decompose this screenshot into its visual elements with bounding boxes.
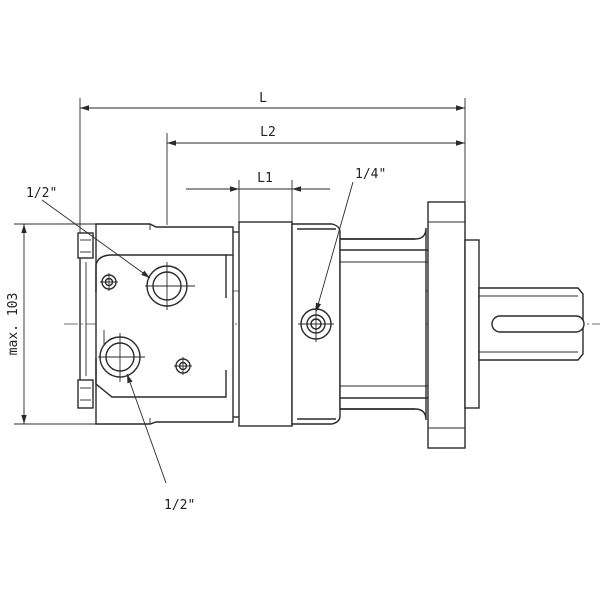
dimension-l: L bbox=[80, 91, 465, 111]
dimension-l2-label: L2 bbox=[260, 125, 276, 140]
port-b bbox=[98, 333, 145, 382]
small-hole-upper bbox=[100, 273, 118, 291]
pilot bbox=[464, 239, 480, 409]
extension-lines bbox=[14, 98, 466, 425]
port-b-label: 1/2" bbox=[164, 498, 195, 513]
dimension-l1: L1 bbox=[186, 171, 330, 192]
port-a bbox=[145, 262, 195, 310]
dimension-l2: L2 bbox=[167, 125, 465, 146]
bolt-heads bbox=[77, 232, 94, 409]
dimension-l1-label: L1 bbox=[257, 171, 273, 186]
output-shaft bbox=[478, 287, 585, 361]
port-a-label: 1/2" bbox=[26, 186, 57, 201]
drain-port-label: 1/4" bbox=[355, 167, 386, 182]
small-hole-lower bbox=[174, 357, 192, 375]
dimension-height-label: max. 103 bbox=[6, 293, 21, 356]
mounting-flange bbox=[427, 201, 466, 449]
gerotor-housing bbox=[238, 221, 293, 427]
dimension-height: max. 103 bbox=[6, 224, 27, 424]
dimension-l-label: L bbox=[259, 91, 267, 106]
housing-neck bbox=[339, 227, 428, 421]
leader-lines bbox=[41, 181, 354, 484]
